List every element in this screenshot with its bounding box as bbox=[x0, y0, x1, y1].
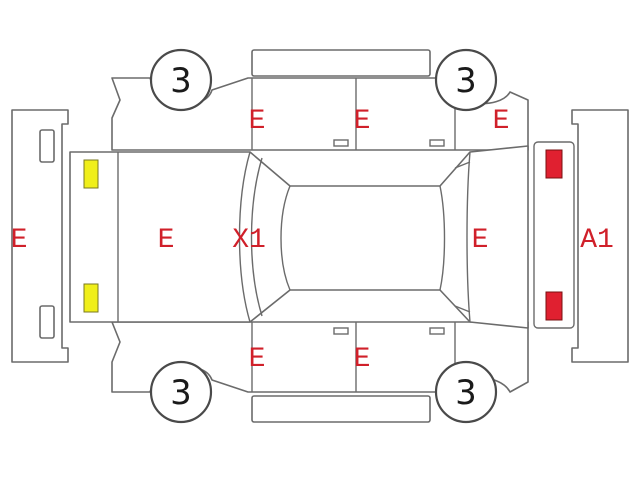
mark-lower-rear-door: E bbox=[354, 344, 371, 375]
rear-lamp-lower bbox=[545, 291, 563, 321]
wheel-upper-rear-number: 3 bbox=[455, 61, 477, 101]
mark-windshield: X1 bbox=[232, 225, 266, 256]
rear-bumper-panel[interactable] bbox=[571, 109, 629, 363]
wheel-lower-rear[interactable]: 3 bbox=[434, 360, 498, 424]
mark-tailgate: E bbox=[472, 225, 489, 256]
wheel-upper-rear[interactable]: 3 bbox=[434, 48, 498, 112]
mark-lower-front-door: E bbox=[249, 344, 266, 375]
mark-upper-front-door: E bbox=[249, 106, 266, 137]
mark-upper-rear-fender: E bbox=[493, 106, 510, 137]
wheel-lower-rear-number: 3 bbox=[455, 373, 477, 413]
wheel-lower-front[interactable]: 3 bbox=[149, 360, 213, 424]
mark-front-bumper: E bbox=[11, 225, 28, 256]
rear-lamp-frame bbox=[533, 141, 575, 329]
mark-rear-bumper: A1 bbox=[580, 225, 614, 256]
front-bumper-panel[interactable] bbox=[11, 109, 69, 363]
front-lamp-upper bbox=[83, 159, 99, 189]
mark-hood: E bbox=[158, 225, 175, 256]
lower-side-body[interactable] bbox=[111, 321, 529, 423]
front-lamp-lower bbox=[83, 283, 99, 313]
wheel-upper-front[interactable]: 3 bbox=[149, 48, 213, 112]
mark-upper-rear-door: E bbox=[354, 106, 371, 137]
car-body-top[interactable] bbox=[69, 145, 529, 329]
rear-lamp-upper bbox=[545, 149, 563, 179]
wheel-lower-front-number: 3 bbox=[170, 373, 192, 413]
wheel-upper-front-number: 3 bbox=[170, 61, 192, 101]
